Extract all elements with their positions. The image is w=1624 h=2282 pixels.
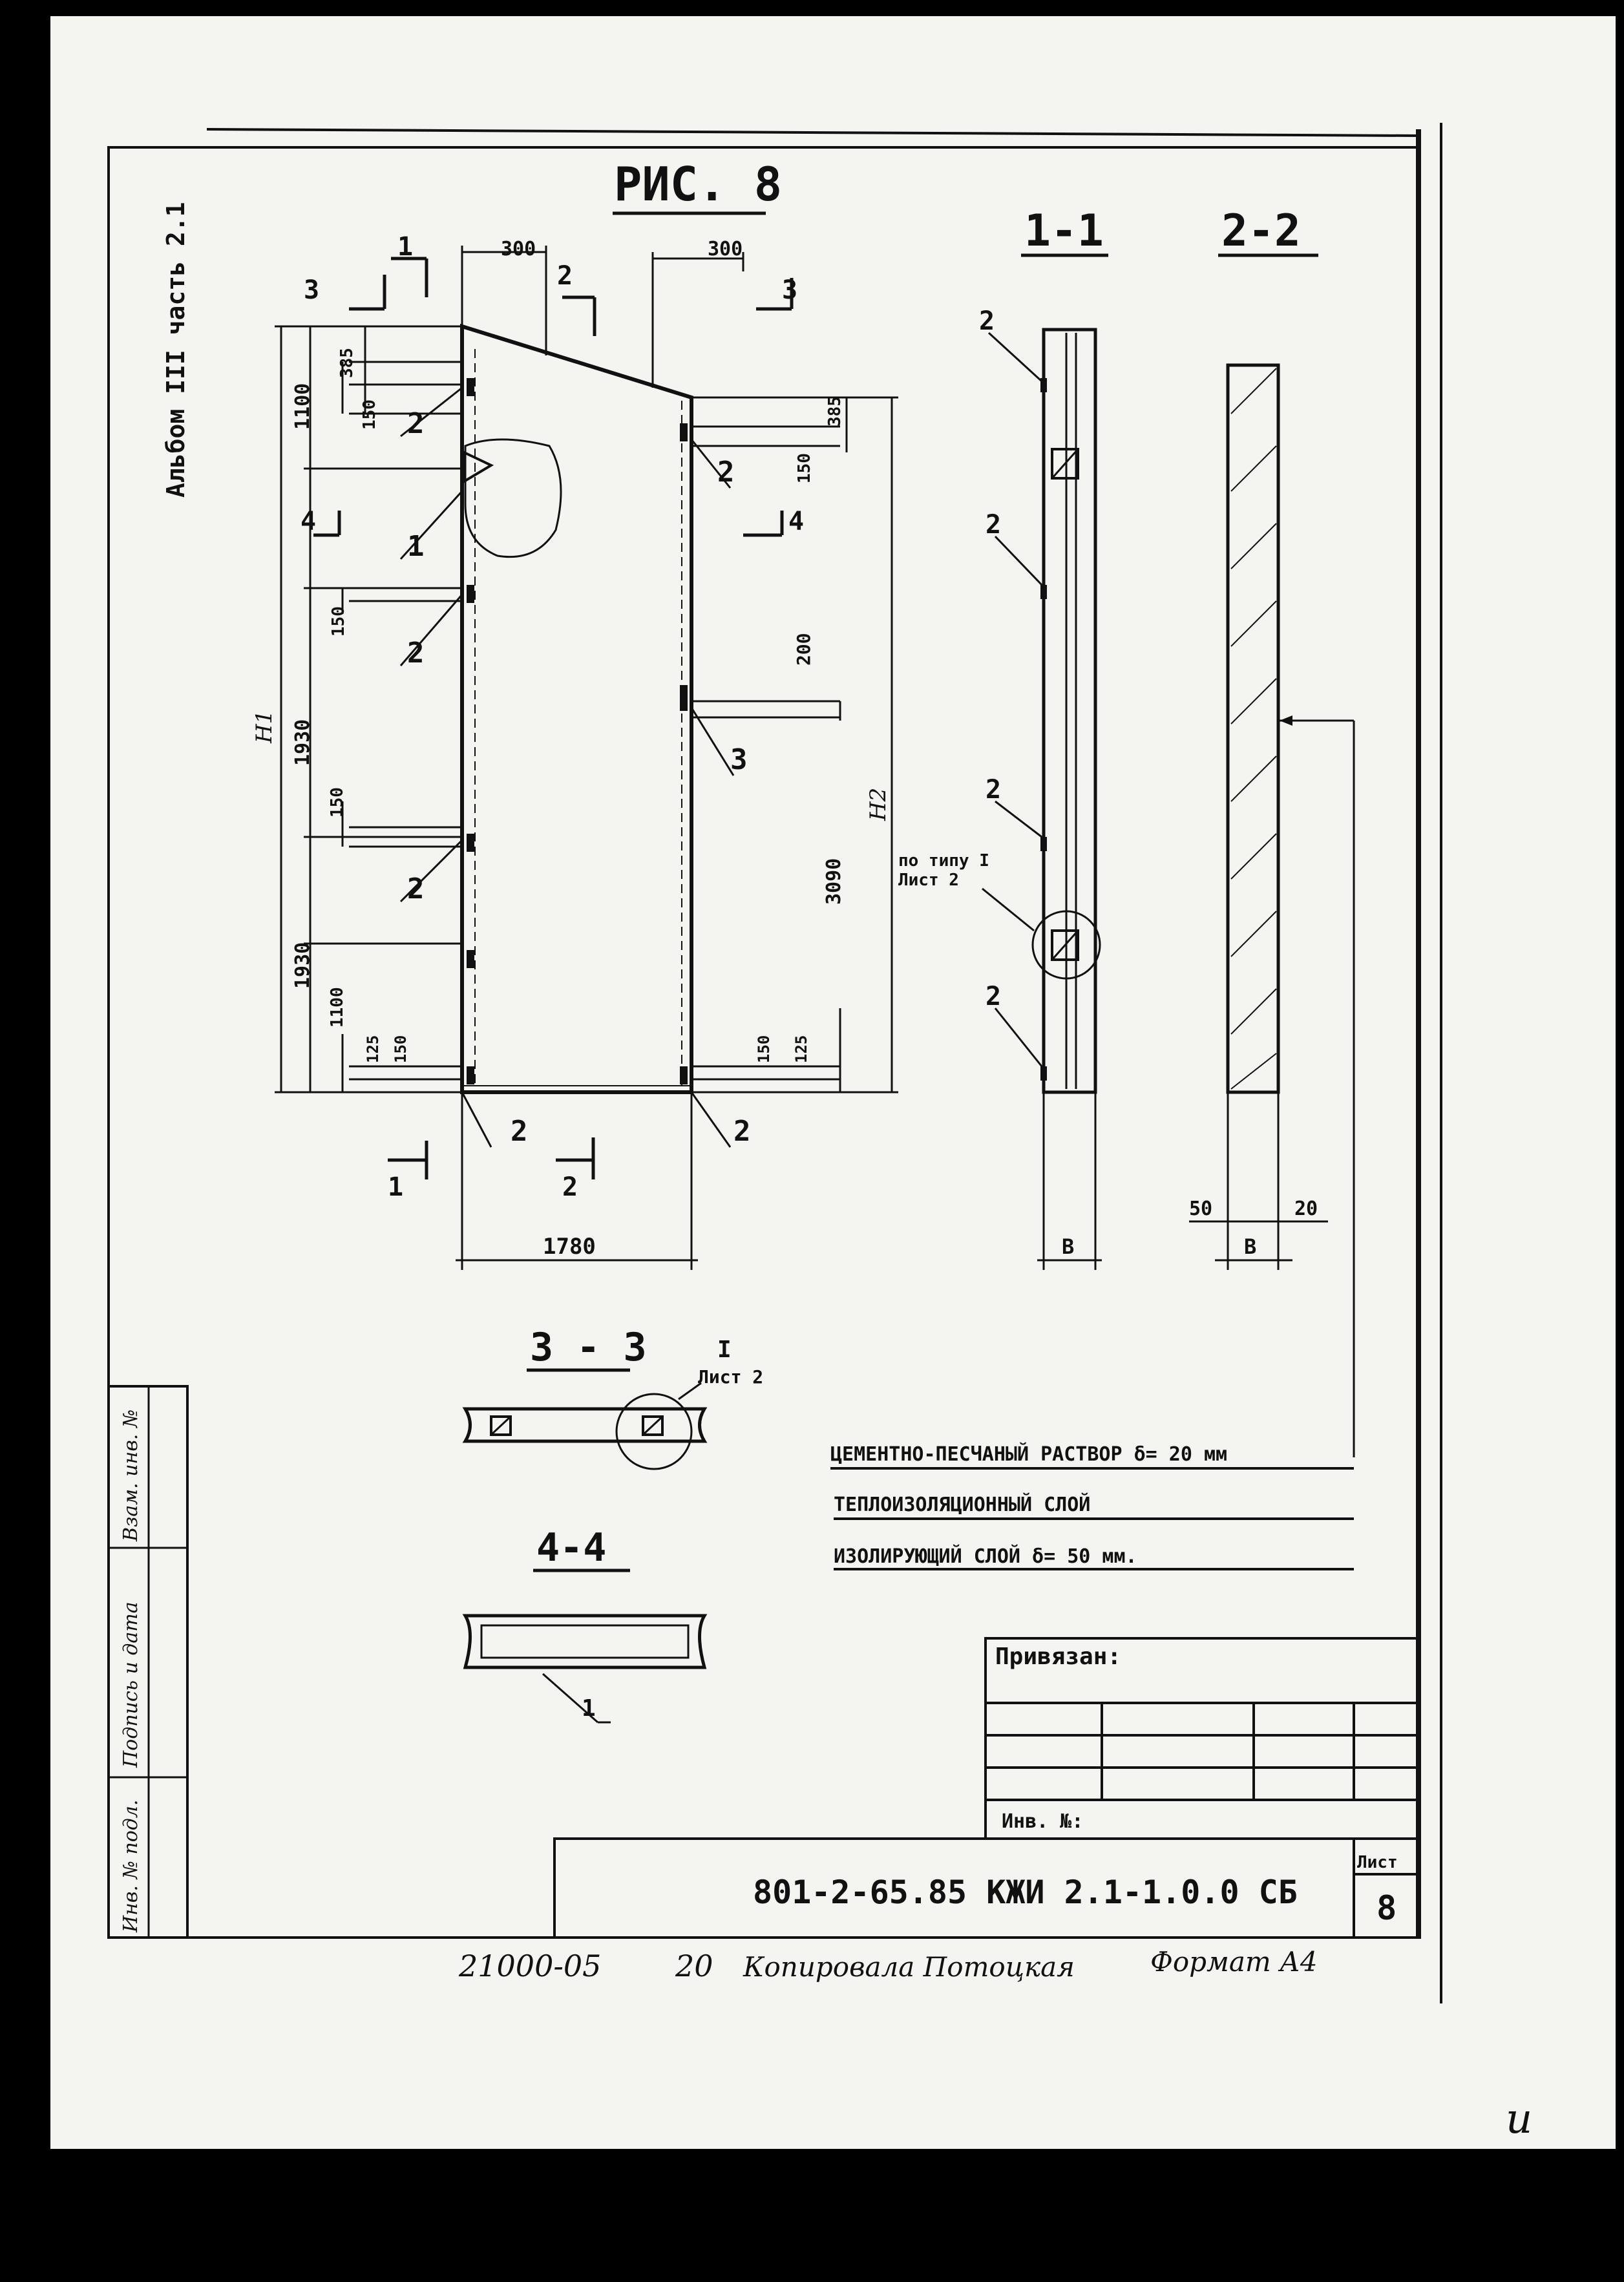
dim-150-b: 150 [329, 606, 348, 637]
dim-1100-bot: 1100 [328, 987, 347, 1028]
callout-2-d: 2 [511, 1115, 528, 1148]
stamp-privyazan: Привязан: [995, 1643, 1121, 1670]
callout-2-b: 2 [407, 637, 425, 670]
dim-b-11: B [1062, 1234, 1074, 1259]
footer-copied: Копировала Потоцкая [743, 1951, 1075, 1983]
s11-callout-2-c: 2 [986, 775, 1001, 805]
right-dimension-chain [691, 396, 898, 1093]
dim-200: 200 [793, 633, 814, 666]
footer-format: Формат А4 [1150, 1946, 1318, 1978]
detail-ref-sheet: Лист 2 [698, 1366, 763, 1388]
left-dimension-chain [275, 325, 462, 1093]
layer-mortar: ЦЕМЕНТНО-ПЕСЧАНЫЙ РАСТВОР δ= 20 мм [830, 1442, 1227, 1466]
dim-300-left: 300 [501, 238, 536, 260]
callout-2-f: 2 [717, 456, 735, 489]
section-3-3 [462, 1382, 708, 1470]
detail-ref-mark: I [717, 1336, 732, 1363]
callout-1-b: 1 [582, 1695, 596, 1722]
footer-20: 20 [675, 1949, 713, 1983]
dim-1930-a: 1930 [291, 719, 314, 766]
section-4-4-label: 4-4 [536, 1525, 606, 1570]
stamp-sheet-label: Лист [1357, 1853, 1398, 1872]
dim-b-22: B [1244, 1234, 1256, 1259]
cut-1-top: 1 [397, 232, 413, 262]
s11-callout-2-b: 2 [986, 510, 1001, 540]
dim-300-right: 300 [708, 238, 743, 260]
dim-150-e: 150 [795, 453, 814, 483]
dim-125-right: 125 [792, 1035, 810, 1063]
side-col-inv: Инв. № подл. [120, 1800, 142, 1933]
dim-150-d: 150 [392, 1035, 410, 1063]
cut-1-bottom: 1 [388, 1172, 403, 1202]
cut-3-right: 3 [782, 275, 797, 305]
callout-3: 3 [730, 743, 748, 776]
footer-number: 21000-05 [458, 1949, 601, 1983]
dim-1930-b: 1930 [291, 942, 314, 989]
dim-h1: H1 [251, 710, 277, 744]
paper [50, 16, 1616, 2149]
dim-125-left: 125 [364, 1035, 382, 1063]
dim-3090: 3090 [823, 858, 845, 905]
side-col-sign: Подпись и дата [120, 1601, 142, 1768]
dim-h2: H2 [865, 788, 891, 821]
callout-leaders [399, 386, 735, 1148]
footer: 21000-05 20 Копировала Потоцкая Формат А… [458, 1946, 1318, 1983]
section-1-1-label: 1-1 [1024, 206, 1104, 257]
stamp-sheet-no: 8 [1376, 1889, 1397, 1928]
stamp-inv-no: Инв. №: [1002, 1810, 1083, 1833]
layer-insulation: ТЕПЛОИЗОЛЯЦИОННЫЙ СЛОЙ [834, 1493, 1090, 1516]
cut-3-left: 3 [304, 275, 319, 305]
section-2-2-label: 2-2 [1221, 206, 1301, 257]
cut-4-left: 4 [301, 507, 316, 536]
s11-callout-2-a: 2 [979, 306, 995, 336]
cut-2-bottom: 2 [562, 1172, 578, 1202]
type-note-line2: Лист 2 [898, 871, 959, 890]
dim-1100-top: 1100 [291, 383, 314, 430]
type-note-line1: по типу I [898, 851, 989, 871]
dim-150-a: 150 [360, 399, 379, 430]
side-column: Инв. № подл. Подпись и дата Взам. инв. № [107, 1385, 189, 1939]
cut-markers [313, 257, 794, 1179]
title-stamp [553, 1637, 1420, 1939]
s11-callout-2-d: 2 [986, 982, 1001, 1011]
dim-1780: 1780 [543, 1234, 596, 1260]
figure-title: РИС. 8 [614, 157, 782, 211]
callout-1-a: 1 [407, 530, 425, 563]
handwritten-mark: и [1506, 2095, 1532, 2143]
section-2-2 [1189, 363, 1355, 1457]
cut-2-top: 2 [557, 261, 573, 291]
dim-385-right: 385 [825, 396, 845, 427]
dim-150-c: 150 [328, 787, 347, 818]
dim-50: 50 [1189, 1198, 1212, 1220]
cut-4-right: 4 [788, 507, 804, 536]
side-col-replace: Взам. инв. № [120, 1410, 142, 1542]
section-4-4 [462, 1614, 708, 1724]
section-3-3-label: 3 - 3 [530, 1325, 647, 1370]
section-1-1 [982, 328, 1102, 1270]
album-label: Альбом III часть 2.1 [162, 202, 190, 498]
dim-20: 20 [1294, 1198, 1318, 1220]
callout-2-c: 2 [407, 872, 425, 905]
top-dimensions [461, 246, 744, 388]
layers-legend: ЦЕМЕНТНО-ПЕСЧАНЫЙ РАСТВОР δ= 20 мм ТЕПЛО… [830, 1442, 1354, 1570]
dim-150-f: 150 [755, 1035, 773, 1063]
layer-isolating: ИЗОЛИРУЮЩИЙ СЛОЙ δ= 50 мм. [834, 1545, 1137, 1568]
stamp-code: 801-2-65.85 КЖИ 2.1-1.0.0 СБ [753, 1874, 1298, 1911]
bottom-dimension [456, 1092, 698, 1270]
dim-385-left: 385 [337, 348, 357, 378]
callout-2-e: 2 [733, 1115, 751, 1148]
callout-2-a: 2 [407, 407, 425, 440]
